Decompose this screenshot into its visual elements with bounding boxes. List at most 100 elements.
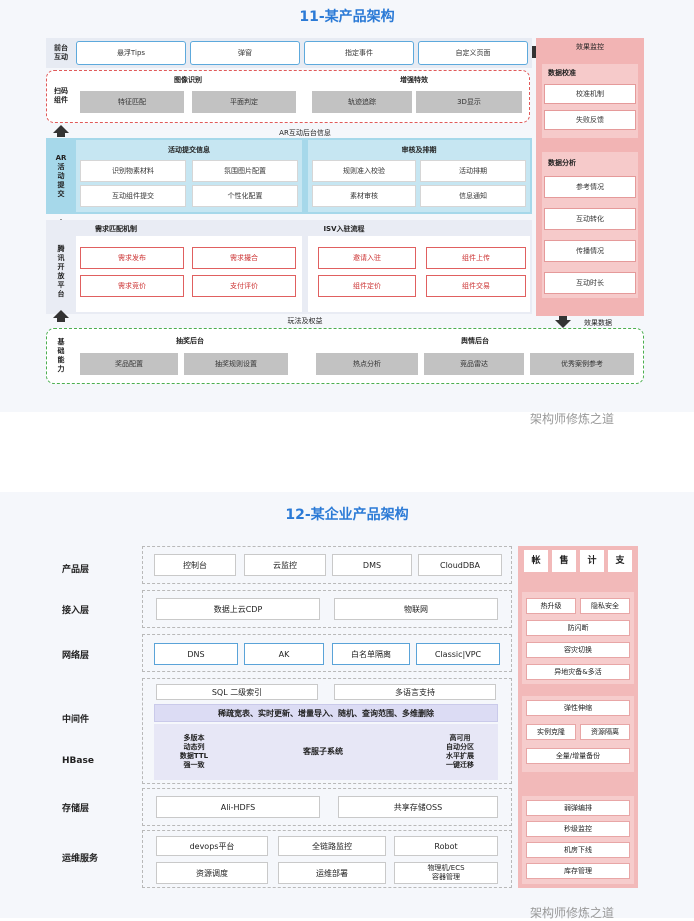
open-group-title: ISV入驻流程 [323,225,365,233]
right-item: 异地灾备&多活 [526,664,630,680]
network-item: AK [244,643,324,665]
open-item: 支付评价 [192,275,296,297]
scan-label: 扫码 组件 [54,87,68,104]
data-verify-item: 校准机制 [544,84,636,104]
base-item: 优秀案例参考 [530,353,634,375]
storage-item: Ali-HDFS [156,796,320,818]
right-item: 资源隔离 [580,724,630,740]
middleware-item: SQL 二级索引 [156,684,318,700]
layer-label-product: 产品层 [62,565,90,575]
ar-group-title: 审核及排期 [401,146,437,154]
ar-item: 个性化配置 [192,185,298,207]
access-item: 物联网 [334,598,498,620]
frontend-item: 自定义页面 [418,41,528,65]
data-analysis-item: 互动时长 [544,272,636,294]
hbase-box [154,724,498,780]
product-layer-box [142,546,512,584]
right-item: 秒级监控 [526,821,630,837]
scan-item: 3D显示 [416,91,522,113]
middleware-hbase-box [142,678,512,784]
network-layer-box [142,634,512,672]
open-item: 需求撮合 [192,247,296,269]
arrow-up-icon [53,310,69,322]
data-verify-item: 失败反馈 [544,110,636,130]
open-item: 需求发布 [80,247,184,269]
access-item: 数据上云CDP [156,598,320,620]
layer-label-middleware: 中间件 [62,715,90,725]
scan-group-title: 增强特效 [400,76,428,84]
right-item: 防闪断 [526,620,630,636]
ops-item: Robot [394,836,498,856]
ops-item: 全链路监控 [278,836,386,856]
right-item: 隐私安全 [580,598,630,614]
frontend-label: 前台 互动 [54,44,68,61]
right-top-char: 支 [608,550,632,572]
layer-label-network: 网络层 [62,651,90,661]
layer-label-access: 接入层 [62,606,90,616]
layer-label-storage: 存储层 [62,804,90,814]
right-item: 弱弹编排 [526,800,630,816]
open-item: 组件定价 [318,275,416,297]
right-top-char: 计 [580,550,604,572]
play-label: 玩法及权益 [287,317,323,325]
scan-item: 轨迹追踪 [312,91,412,113]
open-label: 腾 讯 开 放 平 台 [57,245,65,298]
frontend-item: 弹窗 [190,41,300,65]
base-item: 热点分析 [316,353,418,375]
ar-item: 氛围图片配置 [192,160,298,182]
ar-item: 规则准入校验 [312,160,416,182]
middleware-item: 多语言支持 [334,684,496,700]
base-group-title: 抽奖后台 [176,337,204,345]
right-item: 库存管理 [526,863,630,879]
ar-item: 识别物素材料 [80,160,186,182]
frontend-item: 悬浮Tips [76,41,186,65]
data-verify-title: 数据校准 [548,69,576,77]
ops-layer-box [142,830,512,888]
layer-label-hbase: HBase [62,756,94,766]
middleware-wide-item: 稀疏宽表、实时更新、增量导入、随机、查询范围、多维删除 [154,704,498,722]
right-item: 热升级 [526,598,576,614]
right-item: 实例克隆 [526,724,576,740]
ops-item: 物理机/ECS 容器管理 [394,862,498,884]
diagram-2-title: 12-某企业产品架构 [285,507,409,523]
scan-item: 平面判定 [192,91,296,113]
open-item: 邀请入驻 [318,247,416,269]
hbase-left-features: 多版本 动态列 数据TTL 强一致 [179,734,209,769]
data-analysis-item: 互动转化 [544,208,636,230]
product-item: 云监控 [244,554,326,576]
ar-item: 互动组件提交 [80,185,186,207]
base-item: 奖品配置 [80,353,178,375]
ar-item: 素材审核 [312,185,416,207]
data-analysis-item: 参考情况 [544,176,636,198]
effect-data-label: 效果数据 [584,319,612,327]
ops-item: 资源调度 [156,862,268,884]
hbase-right-features: 高可用 自动分区 水平扩展 一键迁移 [446,734,474,769]
effect-monitor-title: 效果监控 [576,43,604,51]
right-item: 容灾切换 [526,642,630,658]
product-item: 控制台 [154,554,236,576]
layer-label-ops: 运维服务 [62,854,99,864]
right-item: 全量/增量备份 [526,748,630,764]
network-item: 白名单隔离 [332,643,410,665]
ar-info-label: AR互动后台信息 [279,129,331,137]
diagram-1-title: 11-某产品架构 [299,9,395,25]
ar-label: AR 活 动 提 交 [55,153,67,198]
base-group-title: 舆情后台 [461,337,489,345]
ar-item: 信息通知 [420,185,526,207]
right-item: 机房下线 [526,842,630,858]
base-item: 抽奖规则设置 [184,353,288,375]
watermark: 架构师修炼之道 [530,906,615,920]
storage-item: 共享存储OSS [338,796,498,818]
ops-item: devops平台 [156,836,268,856]
base-item: 竞品雷达 [424,353,524,375]
network-item: DNS [154,643,238,665]
ops-item: 运维部署 [278,862,386,884]
right-item: 弹性伸缩 [526,700,630,716]
data-analysis-item: 传播情况 [544,240,636,262]
network-item: Classic|VPC [416,643,500,665]
arrow-down-icon [555,316,571,328]
storage-layer-box [142,788,512,826]
product-item: CloudDBA [418,554,502,576]
product-item: DMS [332,554,412,576]
open-group-title: 需求匹配机制 [95,225,137,233]
